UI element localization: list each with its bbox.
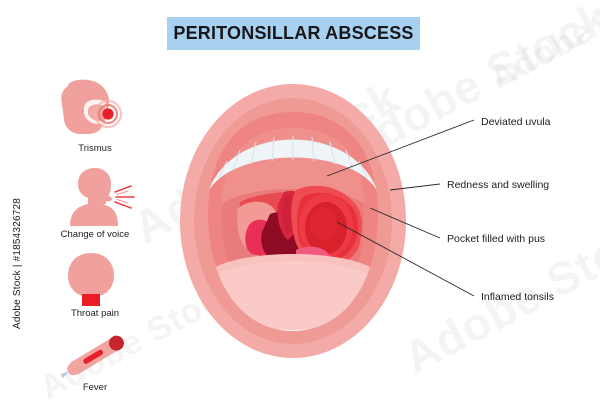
head-speaking-icon (70, 168, 135, 226)
sidebar-label-change-of-voice: Change of voice (60, 229, 130, 240)
callout-label-deviated-uvula: Deviated uvula (481, 116, 551, 128)
open-mouth-diagram (180, 84, 406, 358)
pus-pocket-highlight (310, 207, 336, 241)
thermometer-icon (60, 335, 124, 379)
callout-label-redness-and-swelling: Redness and swelling (447, 179, 550, 191)
tongue-surface (216, 261, 370, 331)
leader-line-pus (369, 207, 441, 239)
callout-label-pocket-filled-with-pus: Pocket filled with pus (447, 233, 546, 245)
leader-line-uvula (326, 119, 475, 177)
leader-line-redness (389, 183, 441, 191)
sidebar-label-trismus: Trismus (78, 143, 112, 154)
page-title: PERITONSILLAR ABSCESS (173, 23, 414, 43)
sidebar-label-fever: Fever (82, 382, 108, 393)
head-throat-icon (68, 253, 114, 306)
title-banner (167, 17, 420, 50)
leader-line-tonsils (336, 221, 475, 297)
mouth-illustration (178, 84, 408, 364)
sidebar-item-change-of-voice (58, 168, 138, 231)
callout-label-inflamed-tonsils: Inflamed tonsils (481, 291, 554, 303)
head-profile-jaw-pain-icon (61, 79, 123, 134)
sidebar-label-throat-pain: Throat pain (70, 308, 120, 319)
upper-teeth (208, 136, 378, 192)
sidebar-item-fever (52, 332, 138, 385)
sidebar-item-trismus (58, 78, 132, 145)
sidebar-item-throat-pain (58, 252, 124, 311)
